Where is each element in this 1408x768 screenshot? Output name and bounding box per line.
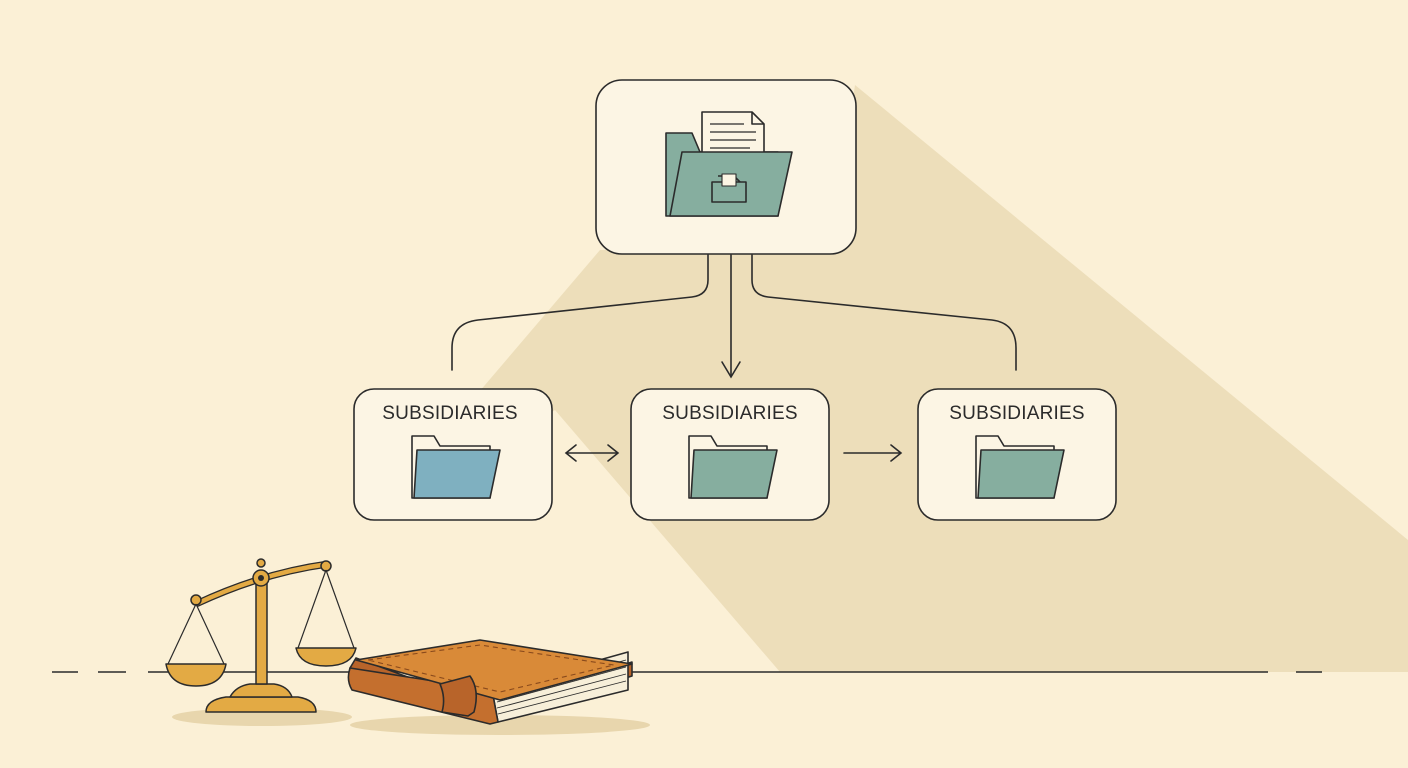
root-node	[595, 79, 857, 255]
child-node-3: SUBSIDIARIES	[917, 388, 1117, 521]
folder-icon	[411, 435, 501, 499]
scales-of-justice-icon	[165, 558, 357, 726]
connector-root-to-child-3	[751, 254, 1017, 371]
child-node-1-label: SUBSIDIARIES	[382, 403, 517, 424]
child-node-1: SUBSIDIARIES	[353, 388, 553, 521]
folder-icon	[975, 435, 1065, 499]
arrow-child-2-child-3	[843, 444, 903, 462]
child-node-3-label: SUBSIDIARIES	[949, 403, 1084, 424]
double-arrow-child-1-child-2	[564, 444, 620, 462]
ledger-book-icon	[347, 639, 650, 735]
arrowhead-child-2	[721, 361, 741, 379]
child-node-2-label: SUBSIDIARIES	[662, 403, 797, 424]
folder-with-document-icon	[665, 111, 793, 217]
connectors	[451, 254, 1017, 462]
child-node-2: SUBSIDIARIES	[630, 388, 830, 521]
background-shadow	[370, 85, 1408, 672]
folder-icon	[688, 435, 778, 499]
connector-root-to-child-1	[451, 254, 709, 371]
